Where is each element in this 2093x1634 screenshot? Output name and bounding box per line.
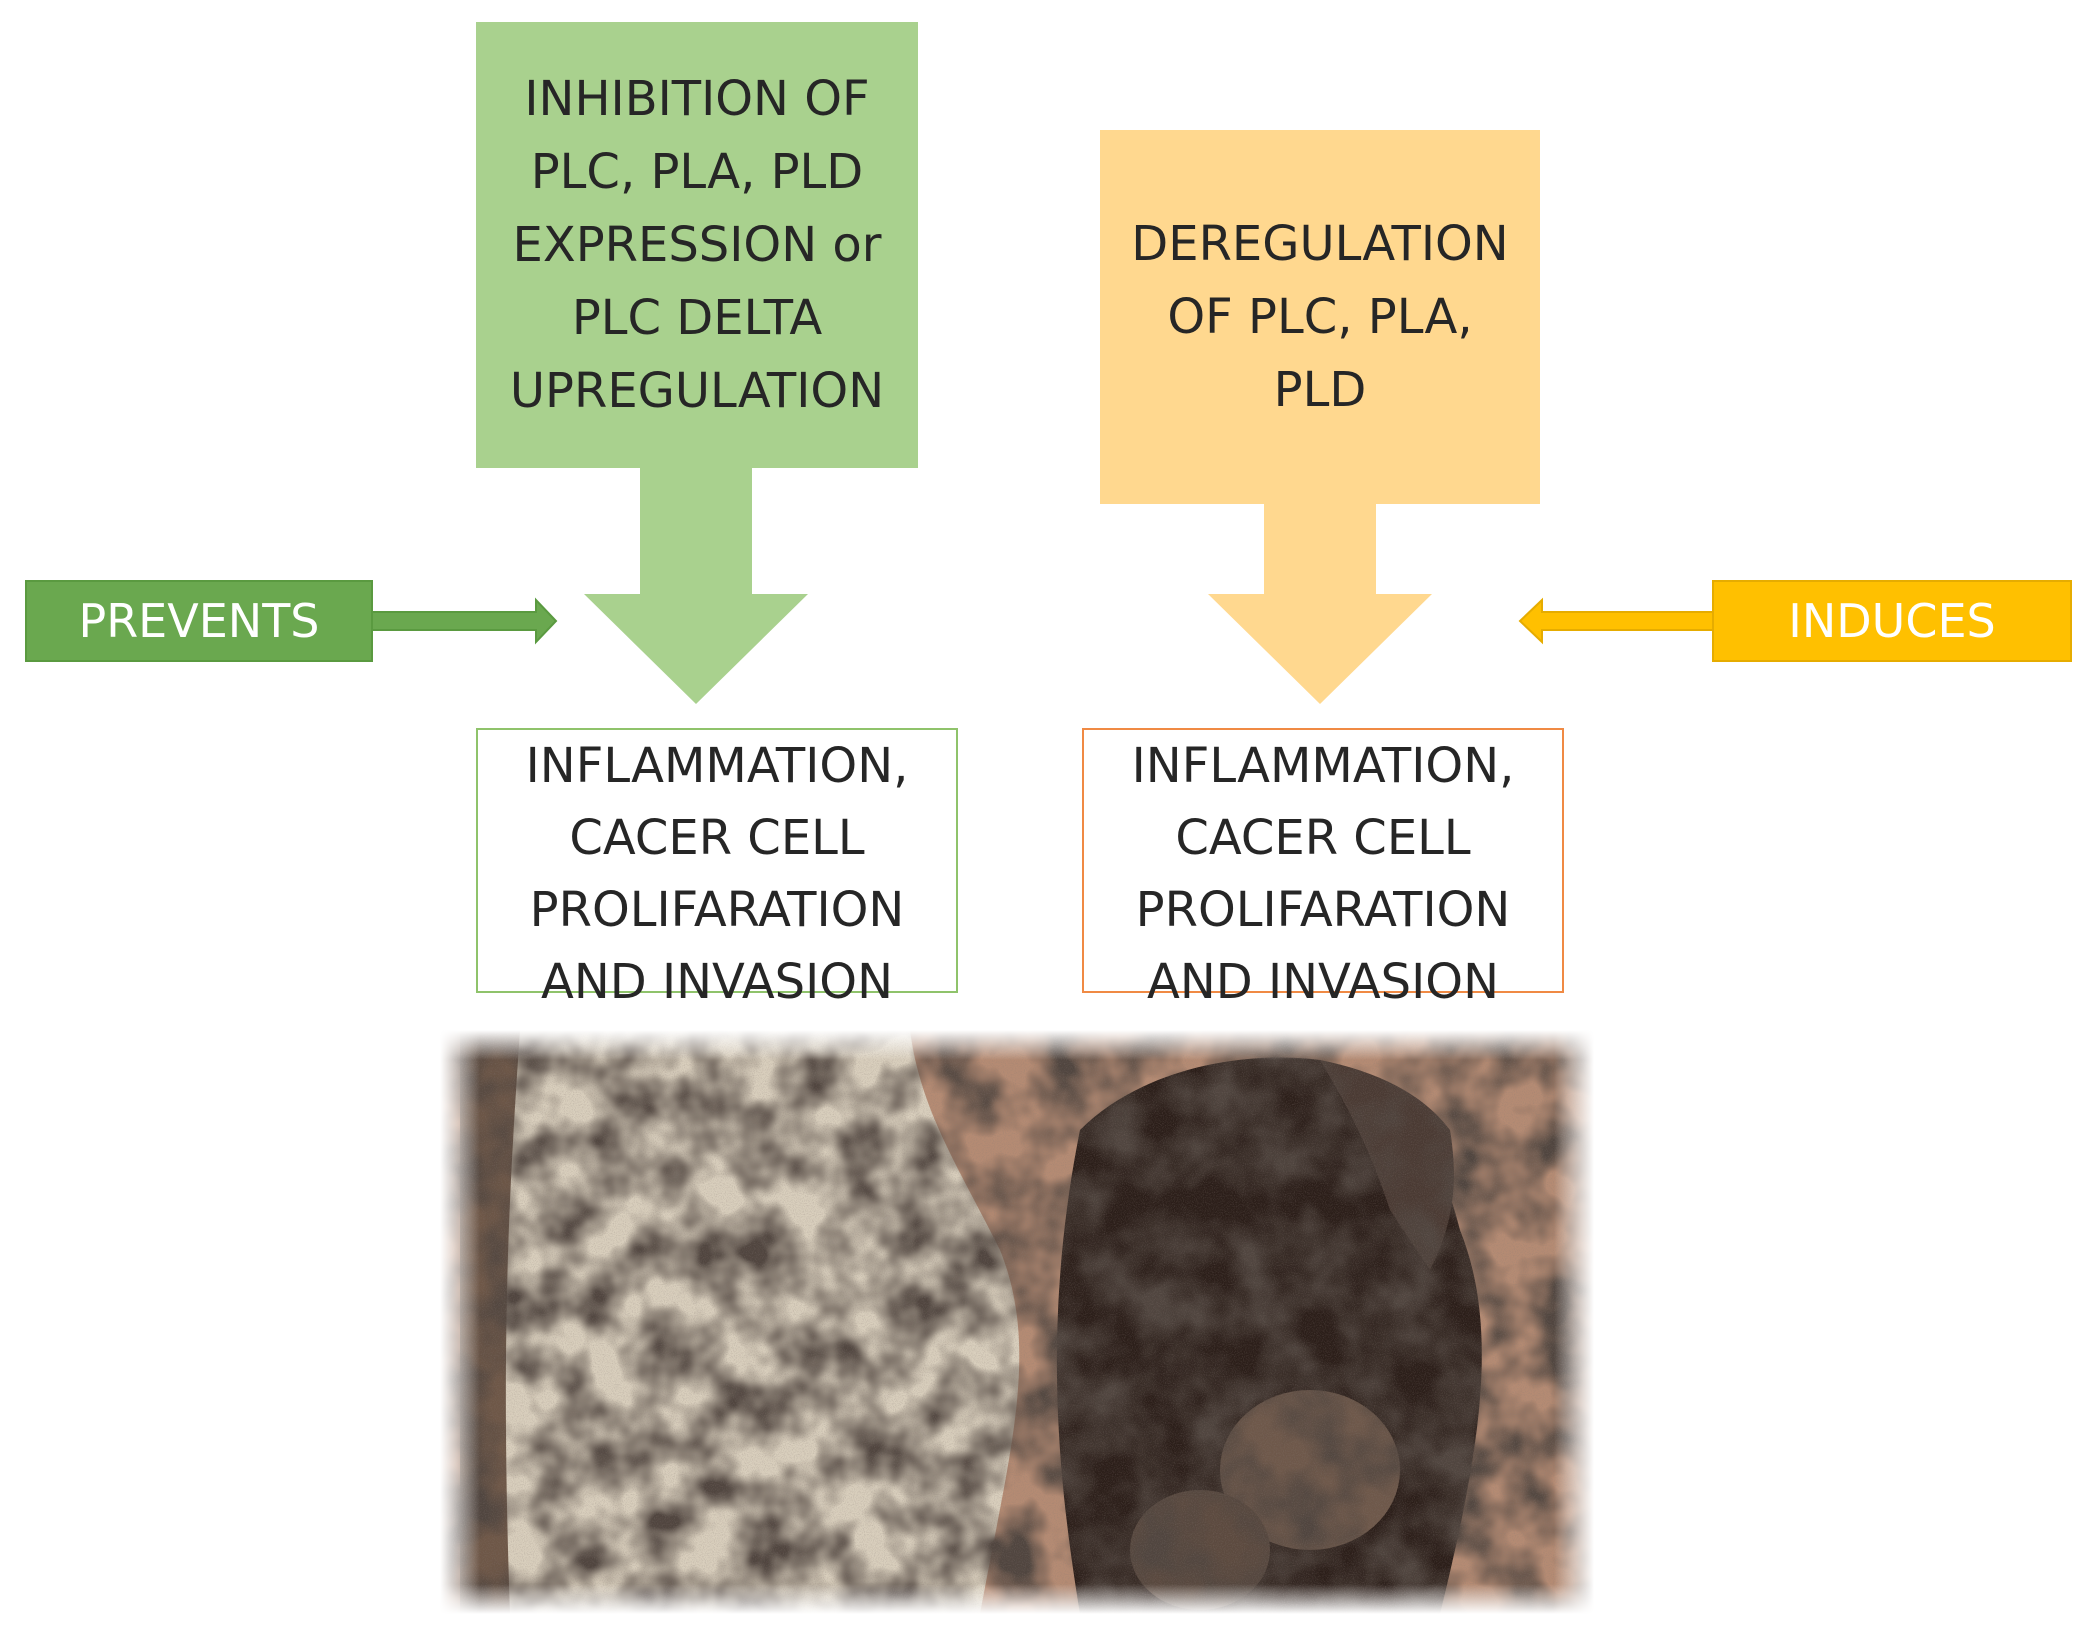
outcome-right-line-1: INFLAMMATION,	[1131, 738, 1515, 794]
induces-label: INDUCES	[1712, 580, 2072, 662]
tissue-photo	[440, 1030, 1594, 1614]
outcome-box-right: INFLAMMATION, CACER CELL PROLIFARATION A…	[1082, 728, 1564, 1010]
outcome-right-line-3: PROLIFARATION	[1135, 882, 1511, 938]
deregulation-line-1: DEREGULATION	[1131, 215, 1509, 272]
inhibition-line-2: PLC, PLA, PLD	[530, 143, 864, 200]
inhibition-line-5: UPREGULATION	[509, 362, 885, 419]
inhibition-line-1: INHIBITION OF	[524, 70, 870, 127]
outcome-left-line-2: CACER CELL	[569, 810, 865, 866]
orange-down-arrow	[1208, 504, 1432, 704]
outcome-left-line-1: INFLAMMATION,	[525, 738, 909, 794]
inhibition-line-3: EXPRESSION or	[512, 216, 882, 273]
green-down-arrow	[584, 466, 808, 704]
deregulation-line-2: OF PLC, PLA,	[1167, 288, 1473, 345]
deregulation-box: DEREGULATION OF PLC, PLA, PLD	[1100, 130, 1540, 504]
outcome-left-line-4: AND INVASION	[541, 954, 893, 1010]
prevents-label: PREVENTS	[25, 580, 373, 662]
outcome-left-line-3: PROLIFARATION	[529, 882, 905, 938]
outcome-right-line-2: CACER CELL	[1175, 810, 1471, 866]
inhibition-box: INHIBITION OF PLC, PLA, PLD EXPRESSION o…	[476, 22, 918, 468]
induces-arrow	[1518, 597, 1715, 645]
outcome-right-line-4: AND INVASION	[1147, 954, 1499, 1010]
outcome-box-left: INFLAMMATION, CACER CELL PROLIFARATION A…	[476, 728, 958, 1010]
deregulation-line-3: PLD	[1273, 361, 1367, 418]
prevents-arrow	[371, 597, 558, 645]
inhibition-line-4: PLC DELTA	[571, 289, 823, 346]
